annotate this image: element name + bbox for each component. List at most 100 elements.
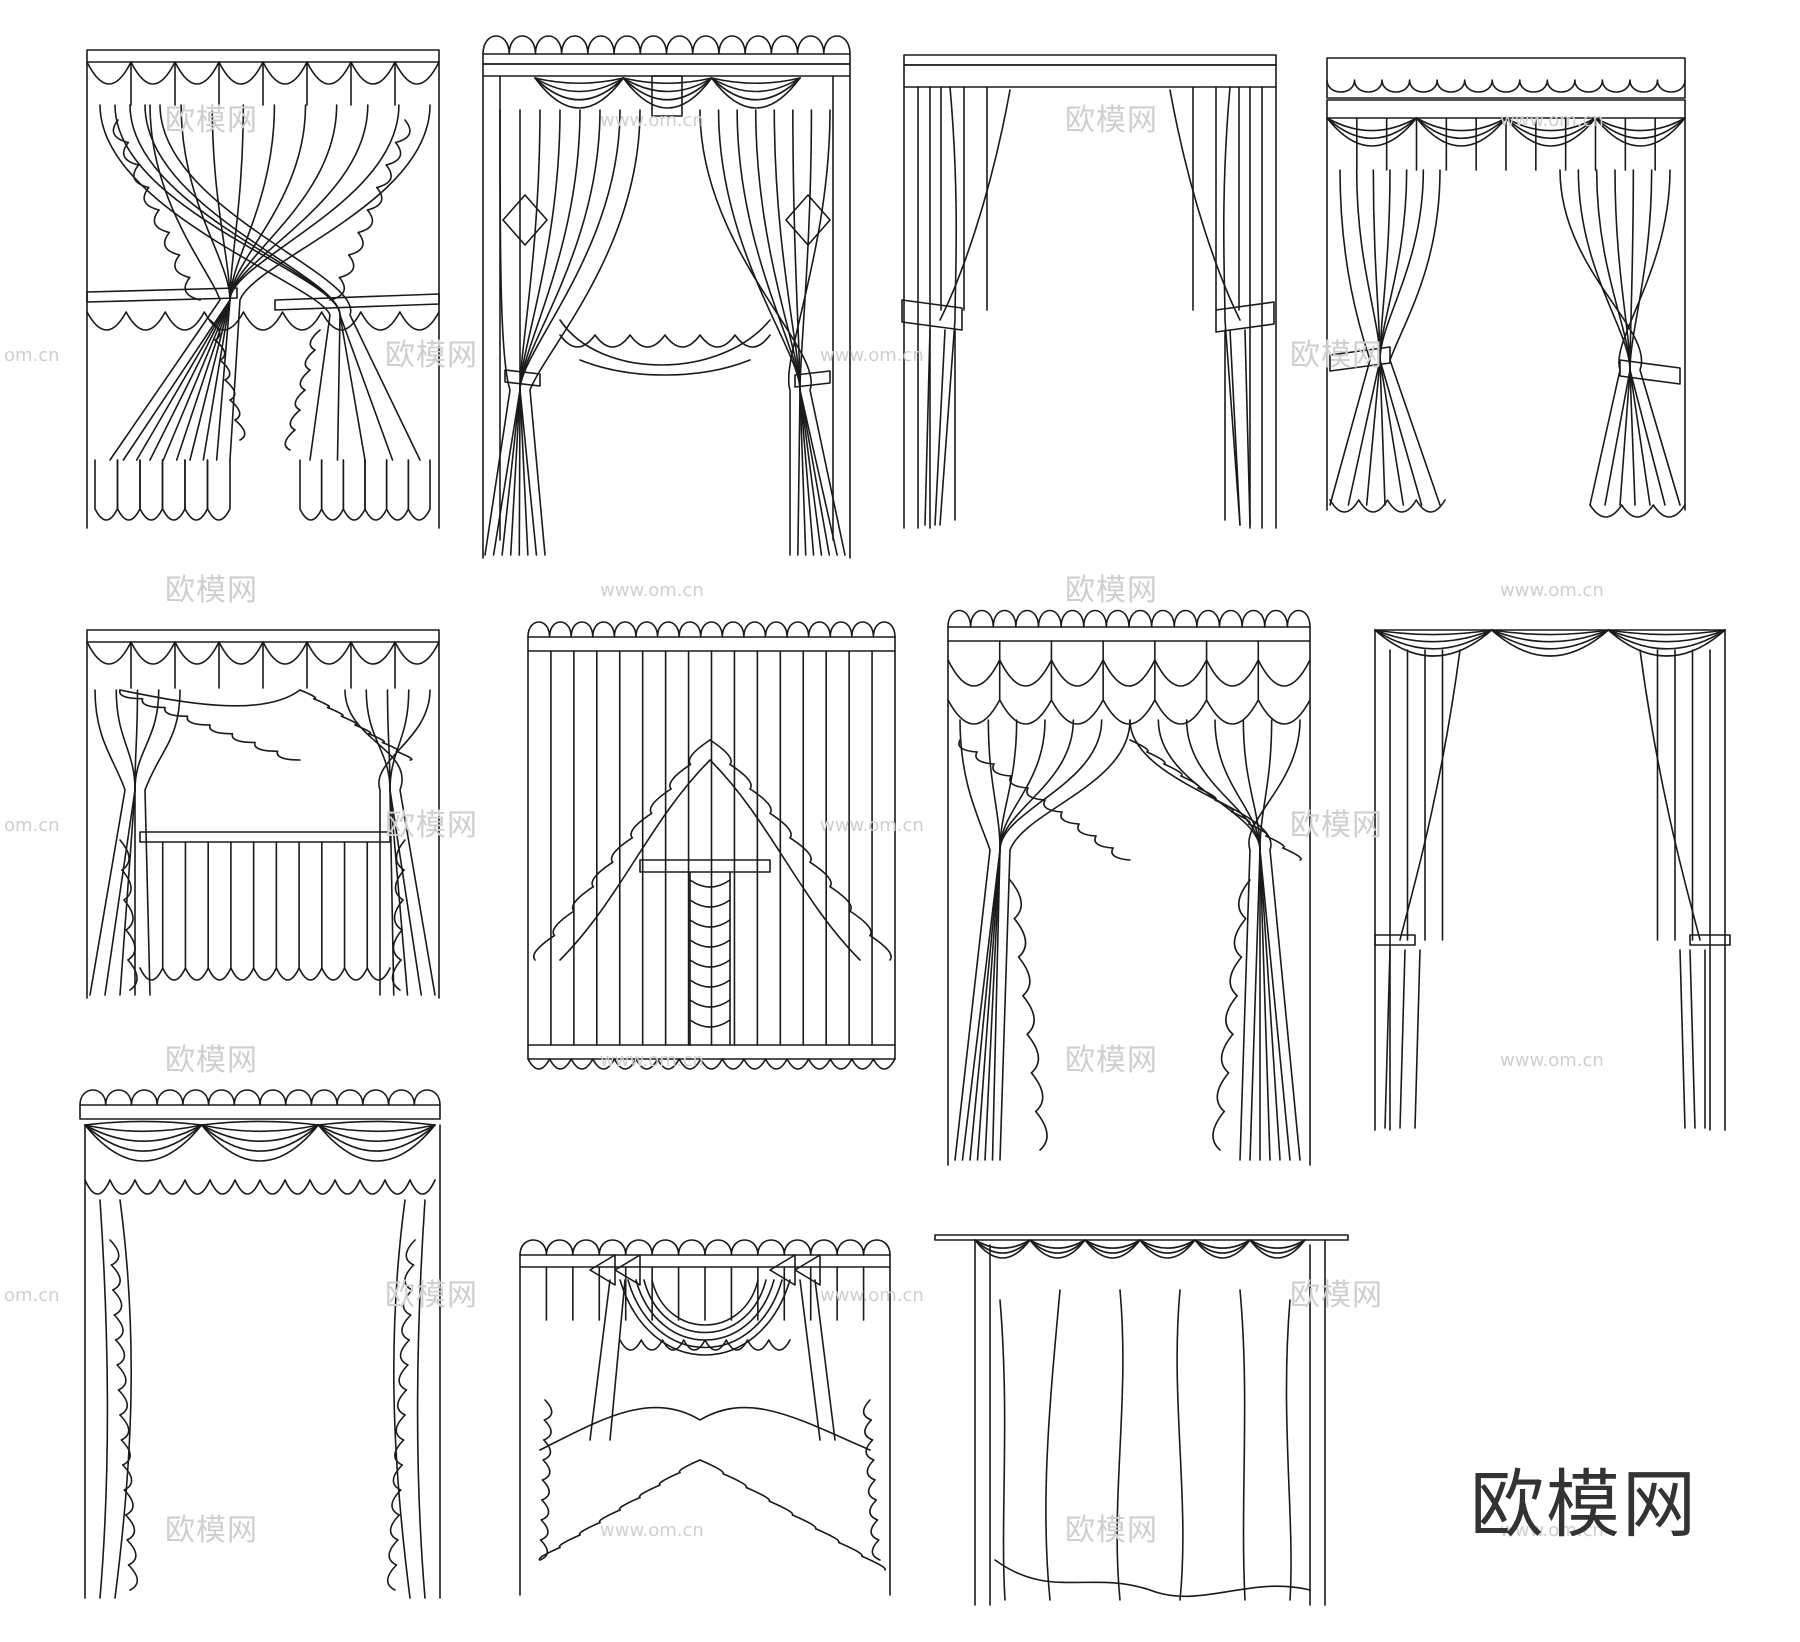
line: [984, 849, 1001, 1161]
line: [1026, 1033, 1040, 1074]
line: [610, 836, 634, 864]
line: [799, 389, 838, 556]
line: [924, 329, 956, 526]
line: [1111, 847, 1131, 861]
line: [969, 849, 1001, 1161]
line: [184, 459, 209, 521]
line: [393, 1199, 411, 1599]
line: [161, 459, 186, 521]
line: [143, 186, 160, 211]
line: [229, 104, 245, 301]
line: [540, 1499, 550, 1521]
line: [405, 1239, 416, 1266]
line: [1009, 775, 1029, 789]
line: [947, 659, 1311, 687]
line: [202, 299, 231, 461]
line: [519, 1239, 891, 1256]
line: [484, 109, 511, 556]
line: [947, 609, 1311, 628]
line: [1043, 799, 1063, 813]
line: [1214, 719, 1261, 851]
line: [519, 109, 581, 391]
line: [1629, 369, 1636, 506]
brand-logo: 欧模网: [1470, 1462, 1698, 1548]
line: [999, 719, 1075, 851]
line: [651, 1279, 759, 1326]
line: [1374, 629, 1726, 636]
line: [699, 1459, 725, 1475]
line: [722, 1472, 748, 1489]
line: [954, 719, 991, 1161]
line: [229, 104, 307, 301]
line: [527, 650, 896, 1046]
line: [1215, 301, 1275, 333]
line: [797, 389, 801, 556]
line: [159, 104, 421, 461]
line: [364, 459, 388, 521]
line: [206, 459, 231, 521]
curtain-8: [1374, 629, 1731, 1131]
line: [991, 849, 1001, 1161]
line: [689, 999, 731, 1008]
line: [538, 1546, 561, 1561]
line: [309, 329, 321, 351]
line: [1365, 359, 1381, 506]
line: [99, 104, 331, 461]
line: [153, 209, 171, 234]
line: [829, 885, 852, 912]
line: [284, 429, 296, 451]
line: [144, 689, 181, 996]
line: [534, 77, 801, 109]
line: [1619, 369, 1631, 506]
line: [699, 109, 846, 556]
line: [1374, 629, 1726, 657]
line: [865, 1439, 875, 1461]
line: [86, 311, 440, 331]
line: [1094, 835, 1114, 849]
line: [688, 739, 711, 766]
line: [215, 299, 231, 461]
line: [347, 231, 364, 256]
line: [534, 77, 801, 85]
line: [571, 885, 595, 912]
line: [141, 697, 166, 709]
line: [123, 899, 134, 931]
line: [669, 763, 692, 790]
line: [903, 86, 1277, 529]
line: [122, 141, 140, 166]
line: [274, 293, 440, 311]
line: [527, 636, 896, 652]
line: [903, 64, 1277, 88]
line: [389, 789, 423, 996]
line: [122, 1464, 133, 1491]
curtain-11: [934, 1234, 1349, 1606]
line: [395, 839, 406, 871]
line: [519, 109, 621, 391]
line: [119, 839, 130, 871]
line: [229, 399, 241, 421]
line: [394, 119, 411, 144]
line: [399, 1339, 411, 1366]
line: [389, 789, 409, 996]
line: [1689, 934, 1731, 946]
line: [79, 1089, 441, 1106]
line: [1384, 949, 1421, 1129]
line: [1233, 917, 1247, 958]
line: [519, 1266, 891, 1596]
line: [792, 109, 801, 391]
curtain-10: [519, 1239, 891, 1596]
line: [224, 379, 236, 401]
line: [630, 812, 653, 839]
line: [113, 1314, 124, 1341]
line: [392, 929, 403, 961]
line: [1077, 823, 1097, 837]
line: [1629, 369, 1651, 506]
line: [1222, 86, 1241, 526]
line: [552, 910, 575, 937]
line: [114, 1199, 132, 1599]
line: [1329, 169, 1371, 506]
line: [519, 1254, 891, 1268]
line: [299, 689, 317, 700]
line: [999, 719, 1046, 851]
